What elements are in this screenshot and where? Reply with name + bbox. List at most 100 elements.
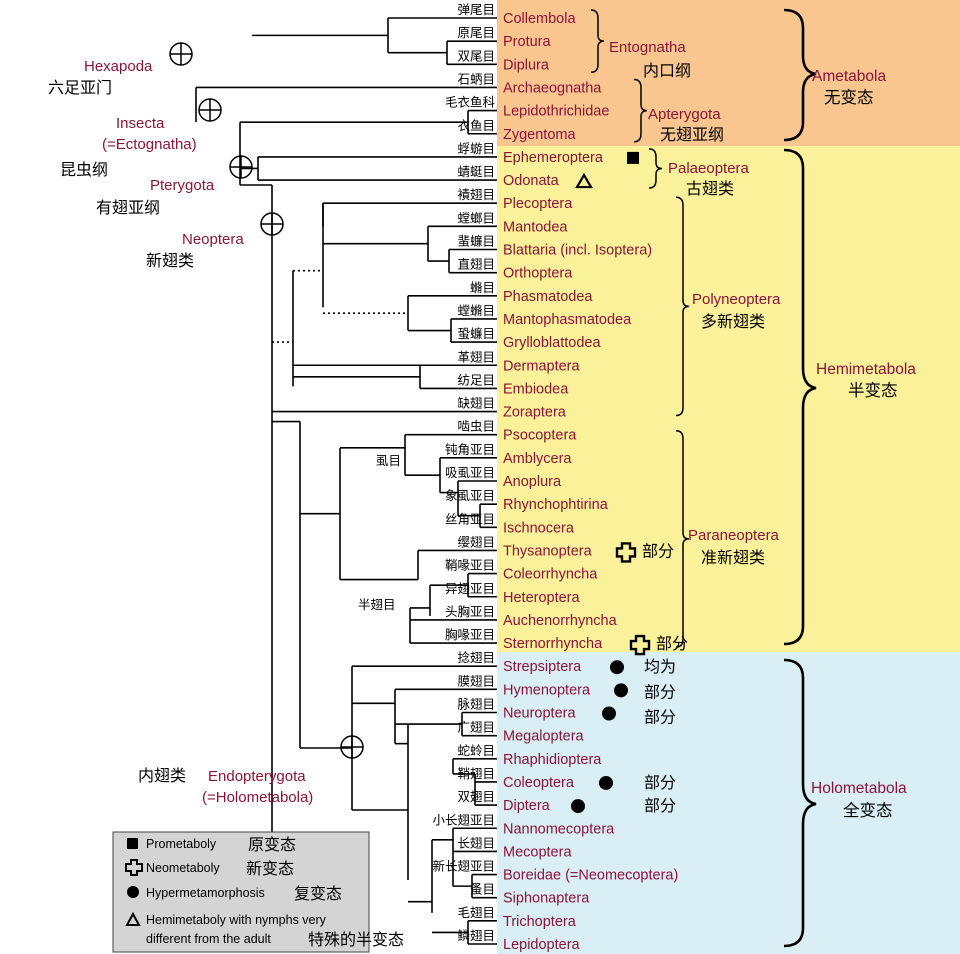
taxon-cn-coleorrhyncha: 鞘喙亚目 — [445, 558, 495, 573]
taxon-cn-rhaphidioptera: 蛇蛉目 — [457, 743, 495, 758]
taxon-mantodea: Mantodea — [503, 219, 568, 235]
taxon-zygentoma: Zygentoma — [503, 127, 576, 143]
insecta-node-icon — [198, 98, 222, 122]
taxon-lepidoptera: Lepidoptera — [503, 937, 581, 953]
taxon-hymenoptera: Hymenoptera — [503, 682, 591, 698]
polyneoptera-cn-label: 多新翅类 — [701, 312, 765, 331]
prometaboly-square-icon — [127, 838, 138, 849]
taxon-protura: Protura — [503, 34, 551, 50]
legend-neometaboly-cn-label: 新变态 — [246, 859, 294, 878]
taxon-cn-archaeognatha: 石蛃目 — [457, 71, 495, 86]
taxon-cn-orthoptera: 直翅目 — [457, 257, 495, 272]
taxon-phasmatodea: Phasmatodea — [503, 289, 593, 305]
hexapoda-node-icon — [169, 42, 193, 66]
hemimetabola-band — [497, 146, 960, 652]
taxon-cn-ischnocera: 丝角亚目 — [445, 511, 495, 526]
taxon-megaloptera: Megaloptera — [503, 729, 585, 745]
taxon-cn-trichoptera: 毛翅目 — [457, 905, 495, 920]
taxon-thysanoptera: Thysanoptera — [503, 543, 593, 559]
ametabola-brace — [783, 8, 817, 142]
taxon-cn-anoplura: 吸虱亚目 — [445, 465, 495, 480]
hexapoda-cn-label: 六足亚门 — [48, 78, 112, 97]
taxon-cn-zygentoma: 衣鱼目 — [457, 118, 495, 133]
taxon-cn-auchenorrhyncha: 头胸亚目 — [445, 604, 495, 619]
hypermetamorphosis-dot-icon — [610, 660, 624, 675]
taxon-cn-grylloblattodea: 蛩蠊目 — [457, 326, 495, 341]
endopterygota-cn-label: 内翅类 — [138, 766, 186, 785]
taxon-cn-amblycera: 钝角亚目 — [445, 442, 495, 457]
taxon-cn-nannomecoptera: 小长翅亚目 — [432, 812, 495, 827]
neometaboly-cross-icon — [125, 859, 143, 876]
paraneoptera-brace — [675, 429, 690, 648]
taxon-psocoptera: Psocoptera — [503, 428, 577, 444]
taxon-heteroptera: Heteroptera — [503, 590, 581, 606]
taxon-plecoptera: Plecoptera — [503, 196, 573, 212]
taxon-siphonaptera: Siphonaptera — [503, 891, 590, 907]
hypermetamorphosis-dot-icon — [599, 775, 613, 790]
taxon-cn-blattaria-incl-isoptera: 蜚蠊目 — [457, 234, 495, 249]
apterygota-brace — [633, 78, 648, 143]
taxon-diptera: Diptera — [503, 798, 551, 814]
neometaboly-cross-icon — [629, 634, 651, 656]
ametabola-cn-label: 无变态 — [824, 88, 874, 107]
taxon-cn-strepsiptera: 捻翅目 — [457, 650, 495, 665]
legend-box: Prometaboly 原变态 Neometaboly 新变态 Hypermet… — [112, 831, 404, 953]
marker-note-sternorrhyncha: 部分 — [656, 634, 688, 653]
clade-node-markers — [169, 42, 364, 759]
taxon-cn-lepidoptera: 鳞翅目 — [457, 928, 495, 943]
taxon-cn-rhynchophtirina: 象虱亚目 — [445, 488, 495, 503]
taxon-lepidothrichidae: Lepidothrichidae — [503, 104, 609, 120]
taxon-cn-mantophasmatodea: 螳䗛目 — [457, 303, 495, 318]
taxon-strepsiptera: Strepsiptera — [503, 659, 582, 675]
marker-note-neuroptera: 部分 — [644, 708, 676, 727]
taxon-cn-phasmatodea: 䗛目 — [470, 280, 495, 295]
taxon-ischnocera: Ischnocera — [503, 520, 575, 536]
taxon-cn-ephemeroptera: 蜉蝣目 — [457, 141, 495, 156]
legend-hemimetaboly-label-line2: different from the adult — [146, 932, 271, 946]
holometabola-cn-label: 全变态 — [843, 801, 893, 820]
marker-note-coleoptera: 部分 — [644, 773, 676, 792]
hemiptera-order-label: 半翅目 — [358, 597, 396, 612]
taxon-grylloblattodea: Grylloblattodea — [503, 335, 601, 351]
taxon-anoplura: Anoplura — [503, 474, 562, 490]
legend-hypermetamorphosis-cn-label: 复变态 — [294, 884, 342, 903]
taxon-labels: 弹尾目Collembola原尾目Protura双尾目Diplura石蛃目Arch… — [432, 2, 678, 953]
taxon-cn-plecoptera: 襀翅目 — [457, 187, 495, 202]
hemimetabola-cn-label: 半变态 — [848, 381, 898, 400]
endopterygota-label: Endopterygota — [208, 768, 306, 785]
endopterygota-synonym-label: (=Holometabola) — [202, 789, 313, 806]
palaeoptera-brace — [648, 148, 663, 189]
marker-note-strepsiptera: 均为 — [644, 657, 676, 676]
lice-order-label: 虱目 — [376, 453, 401, 468]
pterygota-cn-label: 有翅亚纲 — [96, 198, 160, 217]
hypermetamorphosis-dot-icon — [614, 683, 628, 698]
taxon-nannomecoptera: Nannomecoptera — [503, 821, 615, 837]
insecta-label: Insecta — [116, 115, 165, 132]
taxon-dermaptera: Dermaptera — [503, 358, 580, 374]
polyneoptera-label: Polyneoptera — [692, 291, 781, 308]
taxon-diplura: Diplura — [503, 57, 550, 73]
taxon-cn-siphonaptera: 蚤目 — [470, 882, 495, 897]
taxon-cn-zoraptera: 缺翅目 — [457, 396, 495, 411]
legend-background — [112, 831, 370, 953]
taxon-odonata: Odonata — [503, 173, 560, 189]
taxon-neuroptera: Neuroptera — [503, 706, 576, 722]
hemimetabola-brace — [783, 148, 817, 646]
entognatha-brace — [590, 9, 605, 74]
taxon-cn-heteroptera: 异翅亚目 — [445, 581, 495, 596]
taxon-trichoptera: Trichoptera — [503, 914, 577, 930]
taxon-cn-odonata: 蜻蜓目 — [457, 164, 495, 179]
taxon-cn-collembola: 弹尾目 — [457, 2, 495, 17]
apterygota-cn-label: 无翅亚纲 — [660, 125, 724, 144]
taxon-cn-boreidae-neomecoptera: 新长翅亚目 — [432, 859, 495, 874]
marker-note-thysanoptera: 部分 — [642, 541, 674, 560]
taxon-mantophasmatodea: Mantophasmatodea — [503, 312, 632, 328]
hemimetaboly-triangle-icon — [575, 172, 593, 189]
hypermetamorphosis-dot-icon — [602, 706, 616, 721]
hemimetaboly-triangle-icon — [125, 911, 141, 926]
taxon-archaeognatha: Archaeognatha — [503, 80, 602, 96]
ametabola-label: Ametabola — [812, 68, 886, 85]
taxon-collembola: Collembola — [503, 11, 576, 27]
